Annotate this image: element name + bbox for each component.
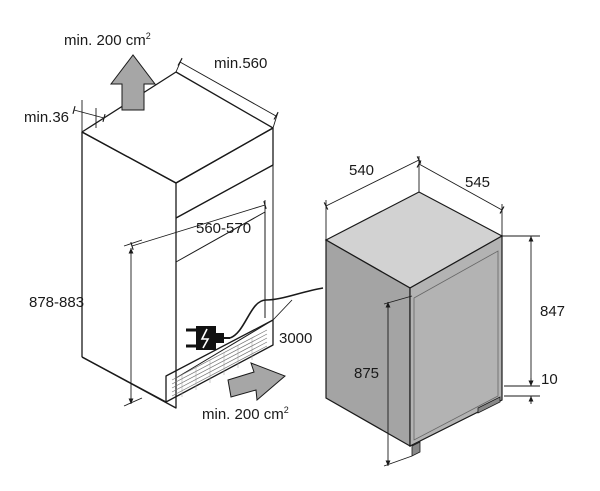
appliance-height-right-dimension [502, 235, 540, 387]
appliance-depth-dimension [416, 160, 505, 236]
niche-height-label: 878-883 [29, 294, 84, 311]
vent-grille [171, 329, 268, 397]
opening-width-dimension [130, 200, 267, 251]
niche-width-label: min.560 [214, 55, 267, 72]
appliance-height-front-dimension [383, 295, 413, 467]
arrow-right-icon [227, 362, 286, 402]
appliance-width-label: 540 [349, 162, 374, 179]
appliance-height-right-label: 847 [540, 303, 565, 320]
appliance-height-front-label: 875 [354, 365, 379, 382]
side-gap-label: min.36 [24, 109, 69, 126]
side-gap-dimension [72, 100, 106, 132]
niche-height-dimension [123, 239, 143, 407]
cable-length-label: 3000 [279, 330, 312, 347]
niche-width-dimension [175, 57, 279, 129]
appliance-depth-label: 545 [465, 174, 490, 191]
niche-cabinet [81, 71, 274, 409]
vent-top-label: min. 200 cm2 [64, 31, 151, 49]
foot-height-label: 10 [541, 371, 558, 388]
vent-bottom-label: min. 200 cm2 [202, 405, 289, 423]
appliance-front [409, 234, 503, 447]
appliance-body [324, 191, 504, 457]
power-plug-icon [186, 326, 224, 350]
foot-height-dimension [504, 378, 540, 404]
arrow-up-icon [109, 54, 157, 111]
opening-width-label: 560-570 [196, 220, 251, 237]
